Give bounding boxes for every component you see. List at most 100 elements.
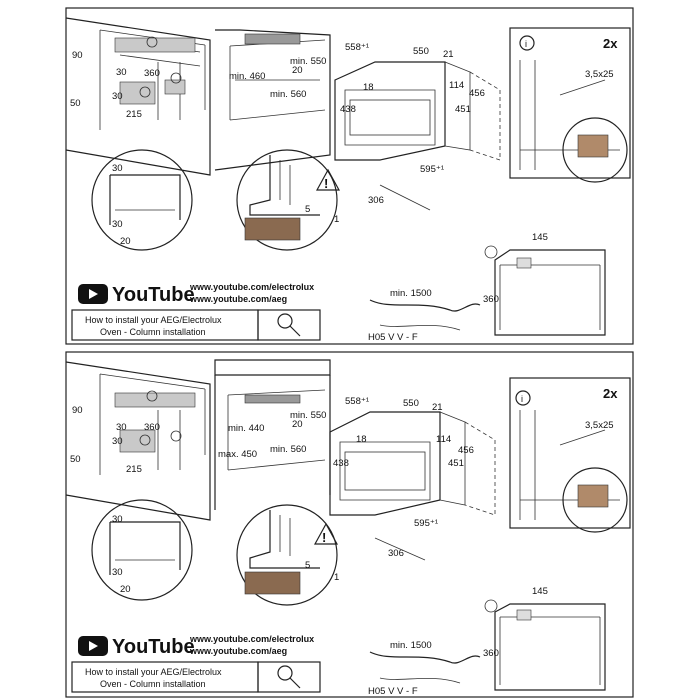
youtube-url-aeg[interactable]: www.youtube.com/aeg	[189, 294, 287, 304]
youtube-block: YouTube www.youtube.com/electrolux www.y…	[71, 282, 321, 341]
youtube-caption-line1: How to install your AEG/Electrolux	[85, 667, 222, 677]
dim-451: 451	[455, 104, 471, 115]
ground-icon	[139, 86, 151, 98]
installation-panel-bottom: 90 30 360 50 30 215 min. 440 max. 450 mi…	[65, 351, 634, 698]
dim-corner-30-b: 30	[112, 567, 123, 578]
dim-5: 5	[305, 560, 310, 571]
dim-145: 145	[532, 232, 548, 243]
panel-border	[65, 351, 634, 698]
dim-30-b: 30	[112, 436, 123, 447]
dim-corner-20: 20	[120, 584, 131, 595]
screw-fixing-box	[509, 377, 631, 533]
dim-50: 50	[70, 98, 81, 109]
youtube-wordmark: YouTube	[112, 284, 195, 306]
dim-360-b: 360	[483, 294, 499, 305]
cabinet-cutout	[214, 29, 331, 171]
screw-fixing-box	[509, 27, 631, 183]
dim-1: 1	[334, 214, 339, 225]
dim-50: 50	[70, 454, 81, 465]
column-cabinet	[214, 359, 331, 510]
info-icon-glyph: i	[525, 39, 527, 49]
youtube-block: YouTube www.youtube.com/electrolux www.y…	[71, 634, 321, 693]
dim-min-550: min. 550	[290, 410, 326, 421]
warning-icon	[313, 522, 339, 545]
corner-detail-circle	[91, 499, 193, 601]
dim-1: 1	[334, 572, 339, 583]
ground-icon	[170, 430, 182, 442]
cable-type: H05 V V - F	[368, 686, 418, 697]
info-icon-glyph: i	[521, 394, 523, 404]
dim-558: 558⁺¹	[345, 396, 369, 407]
cabinet-wall-sketch	[65, 17, 211, 176]
quantity-2x: 2x	[603, 386, 618, 401]
ground-icon	[146, 36, 158, 48]
rail-detail-circle	[236, 149, 338, 251]
ground-icon	[146, 390, 158, 402]
dim-360-b: 360	[483, 648, 499, 659]
dim-30-b: 30	[112, 91, 123, 102]
dim-558: 558⁺¹	[345, 42, 369, 53]
socket-position-drawing	[484, 599, 606, 691]
warning-icon-glyph: !	[324, 176, 328, 191]
quantity-2x: 2x	[603, 36, 618, 51]
dim-215: 215	[126, 464, 142, 475]
dim-306: 306	[368, 195, 384, 206]
dim-306: 306	[388, 548, 404, 559]
dim-30: 30	[116, 422, 127, 433]
dim-456: 456	[458, 445, 474, 456]
magnifier-icon	[277, 313, 293, 329]
dim-215: 215	[126, 109, 142, 120]
cable-length: min. 1500	[390, 640, 432, 651]
ground-icon	[484, 245, 498, 259]
dim-438: 438	[340, 104, 356, 115]
dim-20: 20	[292, 419, 303, 430]
corner-detail-circle	[91, 149, 193, 251]
dim-corner-30-b: 30	[112, 219, 123, 230]
youtube-url-electrolux[interactable]: www.youtube.com/electrolux	[189, 282, 314, 292]
panel-border	[65, 7, 634, 345]
power-cable-drawing	[369, 299, 481, 331]
dim-18: 18	[363, 82, 374, 93]
screw-size: 3,5x25	[585, 420, 614, 431]
dim-595: 595⁺¹	[420, 164, 444, 175]
dim-corner-30: 30	[112, 514, 123, 525]
dim-min-440: min. 440	[228, 423, 264, 434]
socket-position-drawing	[484, 245, 606, 336]
dim-360: 360	[144, 422, 160, 433]
oven-drawing	[334, 61, 501, 161]
dim-456: 456	[469, 88, 485, 99]
rail-detail-circle	[236, 504, 338, 606]
screw-size: 3,5x25	[585, 69, 614, 80]
dim-21: 21	[432, 402, 443, 413]
cabinet-wall-sketch	[65, 361, 211, 521]
dim-360: 360	[144, 68, 160, 79]
ground-icon	[484, 599, 498, 613]
youtube-wordmark: YouTube	[112, 636, 195, 658]
dim-451: 451	[448, 458, 464, 469]
dim-90: 90	[72, 50, 83, 61]
cable-length: min. 1500	[390, 288, 432, 299]
installation-panel-top: 90 30 360 50 30 215 min. 460 min. 550 20…	[65, 7, 634, 345]
dim-30: 30	[116, 67, 127, 78]
dim-18: 18	[356, 434, 367, 445]
dim-21: 21	[443, 49, 454, 60]
dim-550: 550	[413, 46, 429, 57]
cable-type: H05 V V - F	[368, 332, 418, 343]
info-icon	[515, 390, 531, 406]
warning-icon	[315, 168, 341, 191]
youtube-url-aeg[interactable]: www.youtube.com/aeg	[189, 646, 287, 656]
power-cable-drawing	[369, 651, 481, 684]
dim-min-550: min. 550	[290, 56, 326, 67]
dim-min-560: min. 560	[270, 89, 306, 100]
dim-595: 595⁺¹	[414, 518, 438, 529]
ground-icon	[170, 72, 182, 84]
youtube-url-electrolux[interactable]: www.youtube.com/electrolux	[189, 634, 314, 644]
dim-min-460: min. 460	[229, 71, 265, 82]
dim-114: 114	[449, 80, 464, 91]
youtube-caption-line2: Oven - Column installation	[100, 679, 206, 689]
dim-90: 90	[72, 405, 83, 416]
dim-145: 145	[532, 586, 548, 597]
dim-114: 114	[436, 434, 451, 445]
magnifier-icon	[277, 665, 293, 681]
